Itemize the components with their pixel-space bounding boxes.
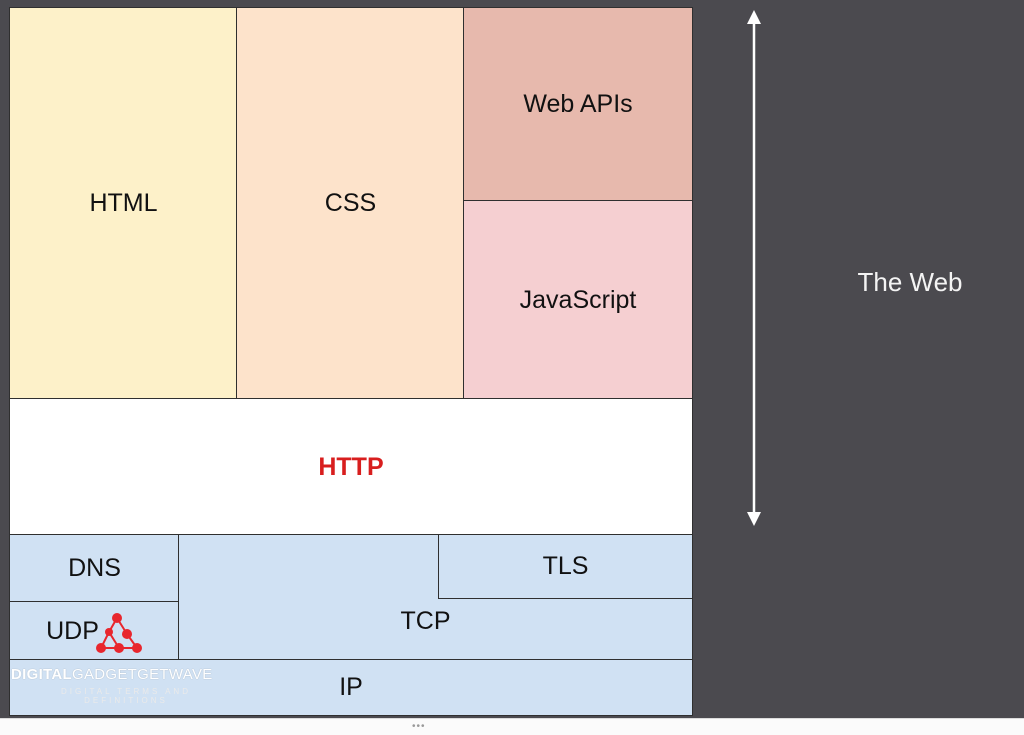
http-label: HTTP [318, 452, 384, 481]
tls-label: TLS [542, 552, 589, 580]
watermark: DIGITALGADGETGETWAVE DIGITAL TERMS AND D… [9, 610, 239, 710]
http-block: HTTP [9, 398, 693, 536]
web-apis-label: Web APIs [523, 90, 633, 118]
watermark-brand-bold: DIGITAL [11, 666, 72, 683]
watermark-tagline: DIGITAL TERMS AND DEFINITIONS [61, 687, 191, 705]
html-label: HTML [89, 189, 158, 217]
udp-label: UDP [46, 616, 99, 645]
css-block: CSS [236, 7, 465, 400]
layer-stack: HTML CSS Web APIs JavaScript HTTP DNS UD… [9, 7, 693, 716]
javascript-block: JavaScript [463, 200, 693, 400]
web-apis-block: Web APIs [463, 7, 693, 202]
watermark-brand-rest: GADGETGETWAVE [71, 666, 213, 683]
tcp-label: TCP [400, 607, 451, 635]
the-web-label: The Web [857, 266, 963, 297]
resize-grip-icon[interactable]: ••• [412, 721, 426, 732]
ip-label: IP [339, 673, 363, 701]
dns-label: DNS [68, 554, 121, 582]
css-label: CSS [324, 189, 377, 217]
watermark-brand: DIGITALGADGETGETWAVE [11, 666, 213, 683]
html-block: HTML [9, 7, 238, 400]
ip-block: IP [9, 659, 693, 716]
bottom-strip: ••• [0, 718, 1024, 735]
javascript-label: JavaScript [519, 285, 637, 314]
tls-block: TLS [438, 534, 693, 599]
network-logo-icon [96, 613, 142, 653]
dns-block: DNS [9, 534, 180, 603]
double-arrow-icon [747, 10, 761, 526]
